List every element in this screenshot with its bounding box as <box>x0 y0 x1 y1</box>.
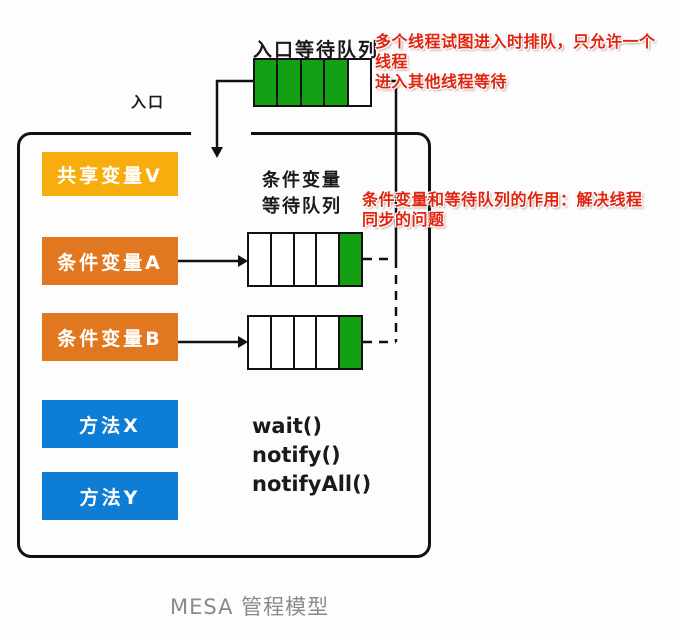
queue-cell-filled <box>340 234 361 285</box>
queue-cell-empty <box>294 317 318 368</box>
queue-cell-empty <box>317 317 341 368</box>
queue-cell-empty <box>249 317 272 368</box>
entry-wait-queue-label: 入口等待队列 <box>253 39 380 61</box>
queue-cell-filled <box>255 60 279 105</box>
method-x-box: 方法X <box>42 400 178 448</box>
method-call-notifyall: notifyAll() <box>252 472 372 496</box>
monitor-border-gap <box>191 128 251 139</box>
queue-cell-filled <box>301 60 326 105</box>
queue-cell-empty <box>348 60 371 105</box>
queue-cell-filled <box>340 317 361 368</box>
queue-cell-filled <box>325 60 349 105</box>
method-x-label: 方法X <box>79 414 141 437</box>
queue-cell-empty <box>249 234 272 285</box>
method-y-box: 方法Y <box>42 472 178 520</box>
annotation-entry-queue: 多个线程试图进入时排队，只允许一个线程 进入其他线程等待 <box>375 32 656 91</box>
queue-cell-filled <box>278 60 302 105</box>
condition-queue-a <box>247 232 363 287</box>
method-call-wait: wait() <box>252 414 323 438</box>
condition-queue-label: 条件变量 等待队列 <box>262 170 342 217</box>
shared-variable-box: 共享变量V <box>42 152 178 196</box>
entry-queue <box>253 58 372 107</box>
method-y-label: 方法Y <box>79 486 141 509</box>
queue-cell-empty <box>294 234 318 285</box>
condition-var-b-box: 条件变量B <box>42 313 178 361</box>
condition-var-a-label: 条件变量A <box>57 251 163 274</box>
shared-variable-label: 共享变量V <box>57 164 163 187</box>
queue-cell-empty <box>271 234 295 285</box>
method-call-notify: notify() <box>252 443 341 467</box>
method-calls: wait() notify() notifyAll() <box>252 412 371 499</box>
annotation-condition-queue: 条件变量和等待队列的作用：解决线程 同步的问题 <box>362 190 643 229</box>
diagram-caption: MESA 管程模型 <box>170 595 330 619</box>
condition-var-a-box: 条件变量A <box>42 237 178 285</box>
queue-cell-empty <box>271 317 295 368</box>
queue-cell-empty <box>317 234 341 285</box>
condition-queue-b <box>247 315 363 370</box>
entry-label: 入口 <box>131 93 166 111</box>
condition-var-b-label: 条件变量B <box>57 327 163 350</box>
